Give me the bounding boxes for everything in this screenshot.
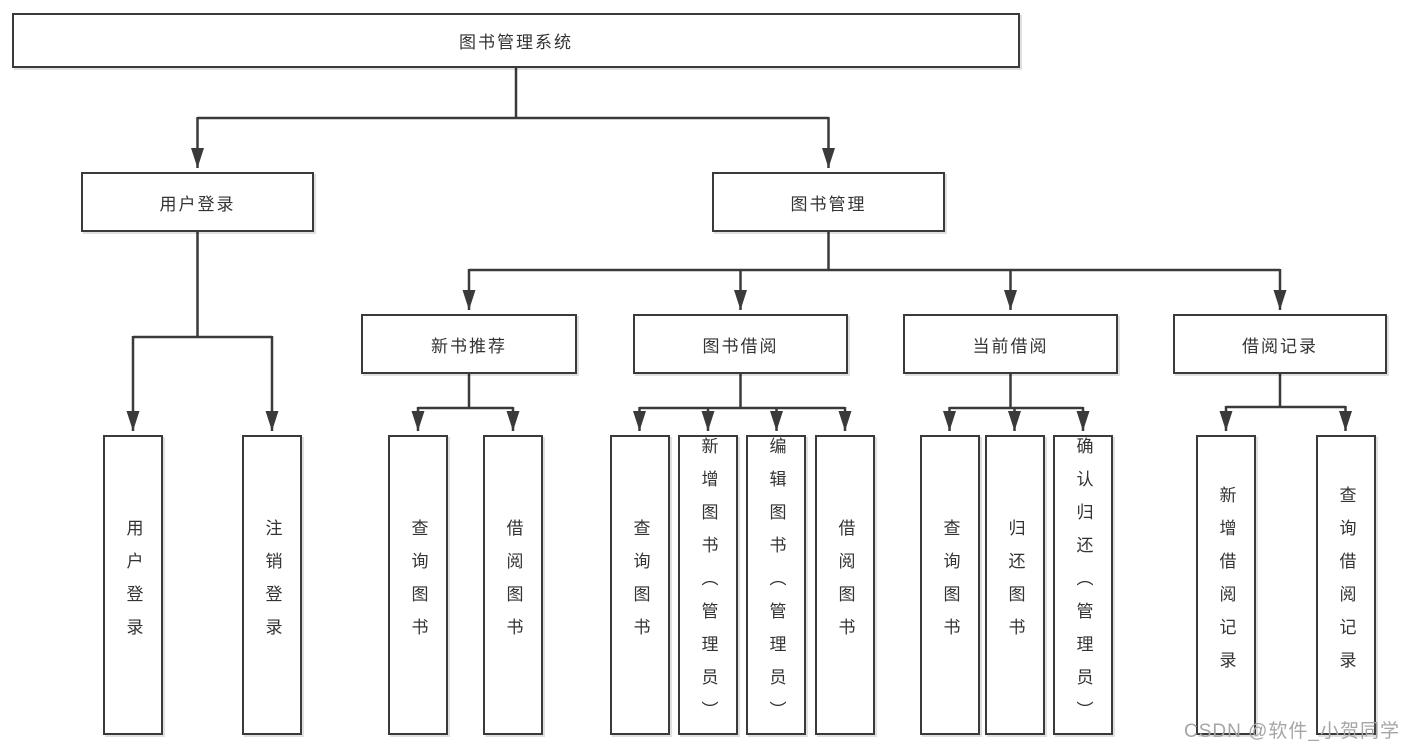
node-user-login-action: 用户登录 <box>103 435 163 735</box>
node-new-book-recommendation: 新书推荐 <box>361 314 577 374</box>
connector-book-borrowing-children <box>633 374 852 431</box>
node-query-borrow-record: 查询借阅记录 <box>1316 435 1376 735</box>
connector-new-book-children <box>411 374 520 431</box>
node-borrow-books-borrowing: 借阅图书 <box>815 435 875 735</box>
connector-current-borrowing-children <box>943 374 1090 431</box>
connector-book-management-children <box>462 232 1287 310</box>
connector-user-login-children <box>126 232 279 431</box>
node-confirm-return-admin: 确认归还（管理员） <box>1053 435 1113 735</box>
node-query-books-current: 查询图书 <box>920 435 980 735</box>
node-book-management: 图书管理 <box>712 172 945 232</box>
node-query-books-recommend: 查询图书 <box>388 435 448 735</box>
node-user-login: 用户登录 <box>81 172 314 232</box>
node-current-borrowing: 当前借阅 <box>903 314 1118 374</box>
connector-root-to-level2 <box>191 67 835 168</box>
node-edit-book-admin: 编辑图书（管理员） <box>746 435 806 735</box>
node-borrow-books-recommend: 借阅图书 <box>483 435 543 735</box>
node-borrowing-records: 借阅记录 <box>1173 314 1387 374</box>
node-add-book-admin: 新增图书（管理员） <box>678 435 738 735</box>
connector-borrowing-records-children <box>1219 374 1352 431</box>
node-library-management-system: 图书管理系统 <box>12 13 1020 68</box>
csdn-watermark: CSDN @软件_小贺同学 <box>1184 721 1400 742</box>
node-return-books: 归还图书 <box>985 435 1045 735</box>
node-logout: 注销登录 <box>242 435 302 735</box>
node-add-borrow-record: 新增借阅记录 <box>1196 435 1256 735</box>
node-book-borrowing: 图书借阅 <box>633 314 848 374</box>
node-query-books-borrowing: 查询图书 <box>610 435 670 735</box>
